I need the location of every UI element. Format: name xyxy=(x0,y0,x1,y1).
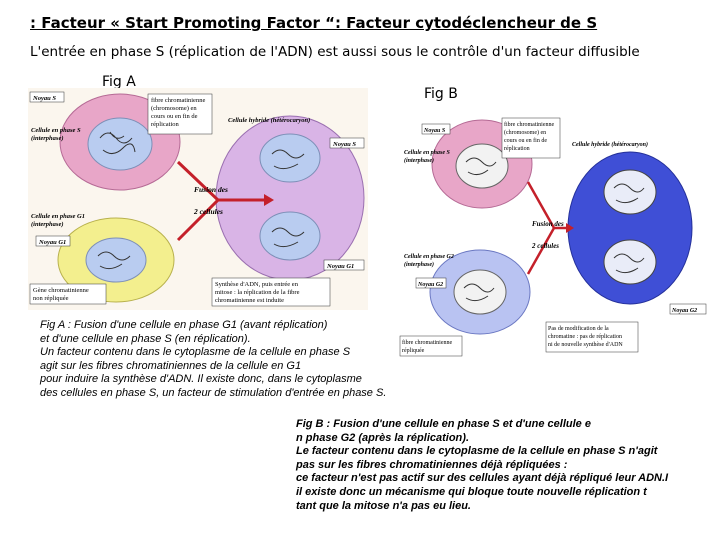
nucleus-s xyxy=(87,117,153,171)
label-noyau-s: Noyau S xyxy=(32,95,56,102)
fig-a-caption: Fig A : Fusion d'une cellule en phase G1… xyxy=(40,319,400,401)
hybrid-nucleus-g1 xyxy=(259,211,321,261)
label-fibre-4: réplication xyxy=(151,121,180,128)
caption-line: Le facteur contenu dans le cytoplasme de… xyxy=(296,445,658,458)
label-fusion-2: 2 cellules xyxy=(531,242,559,250)
label-noyau-g2-b: Noyau G2 xyxy=(671,308,697,314)
label-fibre-1: fibre chromatinienne xyxy=(151,97,205,104)
label-box xyxy=(421,123,451,135)
label-fibre-3: cours ou en fin de xyxy=(504,137,547,144)
intro-text: L'entrée en phase S (réplication de l'AD… xyxy=(30,44,640,60)
label-hybride: Cellule hybride (hétérocaryon) xyxy=(572,141,648,148)
chromatin-g1 xyxy=(97,251,131,270)
nucleus-g1 xyxy=(85,237,147,283)
figure-a-diagram: Noyau S fibre chromatinienne (chromosome… xyxy=(28,88,368,310)
label-pas-2: chromatine : pas de réplication xyxy=(548,334,622,340)
label-box xyxy=(29,91,65,103)
label-cell-s-1: Cellule en phase S xyxy=(404,150,451,156)
label-syn-1: Synthèse d'ADN, puis entrée en xyxy=(215,281,299,288)
hybrid-nucleus-g2 xyxy=(603,239,657,285)
fusion-arrow xyxy=(526,181,568,275)
label-noyau-s: Noyau S xyxy=(423,128,446,134)
label-gene-1: Gène chromatinienne xyxy=(33,287,89,294)
label-syn-2: mitose : la réplication de la fibre xyxy=(215,289,300,296)
label-fusion-1: Fusion des xyxy=(194,185,228,194)
label-cell-s-2: (interphase) xyxy=(31,135,64,142)
caption-line: Un facteur contenu dans le cytoplasme de… xyxy=(40,346,351,359)
caption-line: il existe donc un mécanisme qui bloque t… xyxy=(296,485,647,498)
label-cell-g2-2: (interphase) xyxy=(404,261,434,268)
caption-line: et d'une cellule en phase S (en réplicat… xyxy=(40,332,251,345)
label-box xyxy=(323,259,365,271)
label-box xyxy=(545,321,639,353)
caption-line: Fig A : Fusion d'une cellule en phase G1… xyxy=(40,319,328,331)
label-noyau-g1-b: Noyau G1 xyxy=(326,263,354,270)
chromatin-s xyxy=(99,131,136,154)
hybrid-chromatin xyxy=(613,183,645,274)
label-syn-3: chromatinienne est induite xyxy=(215,297,284,304)
hybrid-nucleus-s xyxy=(603,169,657,215)
label-box xyxy=(501,117,561,159)
label-box xyxy=(399,335,463,357)
label-fibre-g2-1: fibre chromatinienne xyxy=(402,339,452,346)
label-cell-s-2: (interphase) xyxy=(404,157,434,164)
label-pas-1: Pas de modification de la xyxy=(548,325,609,332)
label-gene-2: non répliquée xyxy=(33,295,69,302)
label-fibre-3: cours ou en fin de xyxy=(151,113,198,120)
label-box xyxy=(669,303,707,315)
caption-line: agit sur les fibres chromatiniennes de l… xyxy=(40,359,302,372)
label-cell-g1-1: Cellule en phase G1 xyxy=(31,213,85,220)
caption-line: pas sur les fibres chromatiniennes déjà … xyxy=(296,458,568,471)
caption-line: pour induire la synthèse d'ADN. Il exist… xyxy=(40,373,362,386)
nucleus-s xyxy=(455,143,509,189)
label-cell-g2-1: Cellule en phase G2 xyxy=(404,254,454,260)
label-fibre-2: (chromosome) en xyxy=(504,129,546,136)
label-fibre-2: (chromosome) en xyxy=(151,105,197,112)
caption-line: des cellules en phase S, un facteur de s… xyxy=(40,386,387,399)
nucleus-g2 xyxy=(453,269,507,315)
chromatin-s xyxy=(465,157,497,176)
label-hybride: Cellule hybride (hétérocaryon) xyxy=(228,117,310,124)
label-fibre-4: réplication xyxy=(504,146,530,152)
label-fusion-2: 2 cellules xyxy=(193,207,223,216)
caption-line: ce facteur n'est pas actif sur des cellu… xyxy=(296,472,669,485)
caption-line: n phase G2 (après la réplication). xyxy=(296,431,469,444)
label-fibre-g2-2: répliquée xyxy=(402,348,425,354)
label-fibre-1: fibre chromatinienne xyxy=(504,121,554,128)
fig-a-label: Fig A xyxy=(102,74,136,90)
label-box xyxy=(29,283,107,305)
caption-line: tant que la mitose n'a pas eu lieu. xyxy=(296,499,471,512)
label-box xyxy=(147,93,213,135)
caption-line: Fig B : Fusion d'une cellule en phase S … xyxy=(296,418,591,430)
fusion-arrow xyxy=(176,160,264,242)
label-noyau-g1: Noyau G1 xyxy=(38,239,66,246)
label-fusion-1: Fusion des xyxy=(532,220,564,228)
hybrid-chromatin xyxy=(271,149,305,248)
label-box xyxy=(415,277,447,289)
label-cell-g1-2: (interphase) xyxy=(31,221,64,228)
label-box xyxy=(35,235,71,247)
label-pas-3: ni de nouvelle synthèse d'ADN xyxy=(548,342,623,348)
fig-b-label: Fig B xyxy=(424,86,458,102)
hybrid-nucleus-s xyxy=(259,133,321,183)
label-noyau-g2: Noyau G2 xyxy=(417,282,443,288)
label-noyau-s2: Noyau S xyxy=(332,141,356,148)
fusion-arrowhead xyxy=(264,194,274,206)
fusion-arrowhead xyxy=(566,223,574,233)
chromatin-g2 xyxy=(463,283,495,302)
fig-b-caption: Fig B : Fusion d'une cellule en phase S … xyxy=(296,418,716,513)
figure-b-diagram: Noyau S fibre chromatinienne (chromosome… xyxy=(399,117,707,357)
label-box xyxy=(211,277,331,307)
label-cell-s-1: Cellule en phase S xyxy=(31,127,81,134)
label-box xyxy=(329,137,365,149)
page-title: : Facteur « Start Promoting Factor “: Fa… xyxy=(30,14,598,32)
